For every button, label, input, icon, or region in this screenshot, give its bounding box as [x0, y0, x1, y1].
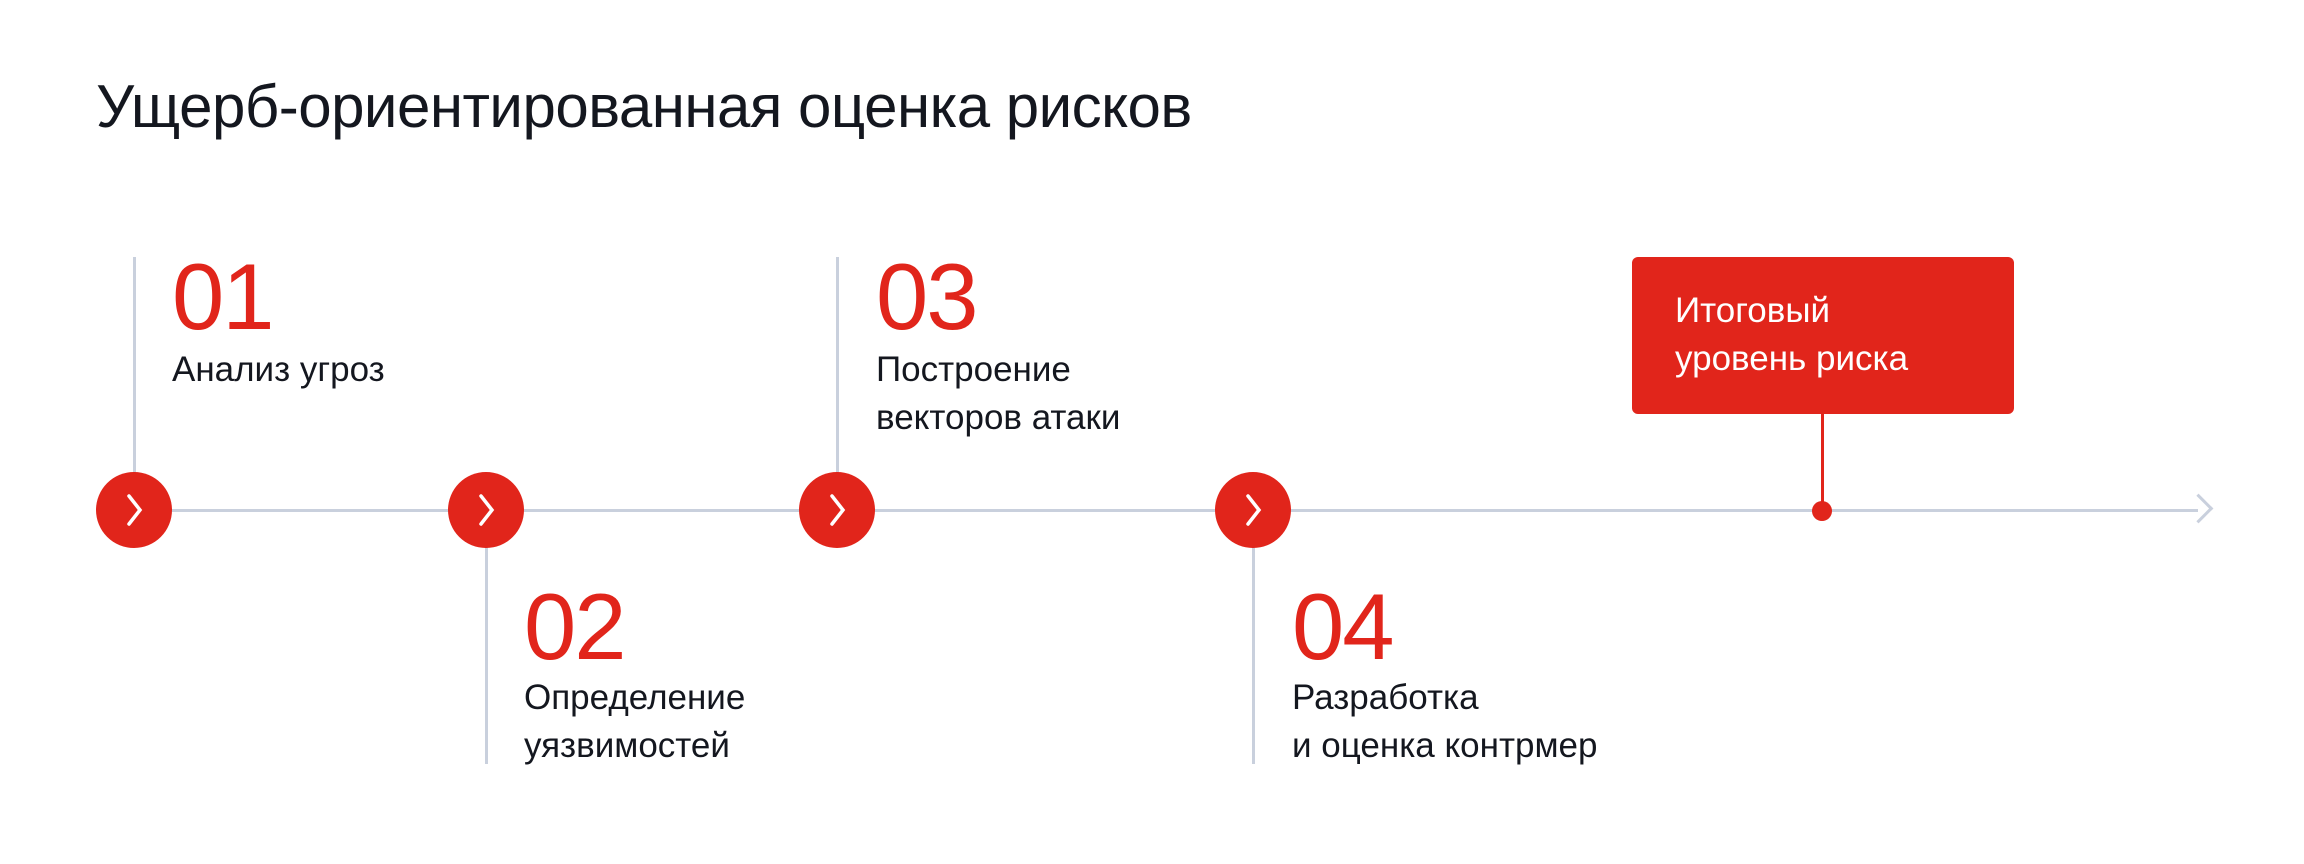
step-node-2: [448, 472, 524, 548]
step-label-line: Определение: [524, 678, 746, 717]
step-label-line: векторов атаки: [876, 398, 1121, 437]
step-label-line: Разработка: [1292, 678, 1479, 717]
step-number-1: 01: [172, 244, 275, 349]
step-node-3: [799, 472, 875, 548]
step-number-2: 02: [524, 574, 627, 679]
arrow-right-icon: [2183, 493, 2214, 524]
chevron-right-icon: [830, 494, 846, 526]
step-node-4: [1215, 472, 1291, 548]
step-label-4: Разработка и оценка контрмер: [1292, 674, 1597, 770]
step-label-line: Анализ угроз: [172, 350, 385, 389]
result-marker-dot: [1812, 501, 1832, 521]
timeline-axis: [134, 509, 2198, 512]
connector-step-1: [133, 257, 136, 510]
step-label-2: Определение уязвимостей: [524, 674, 745, 770]
step-label-1: Анализ угроз: [172, 346, 385, 394]
result-box: Итоговый уровень риска: [1632, 257, 2014, 414]
step-label-line: уязвимостей: [524, 726, 730, 765]
result-connector: [1821, 414, 1824, 510]
result-line: уровень риска: [1675, 339, 1909, 378]
page-title: Ущерб-ориентированная оценка рисков: [96, 73, 1192, 140]
result-line: Итоговый: [1675, 291, 1831, 330]
chevron-right-icon: [479, 494, 495, 526]
step-number-3: 03: [876, 244, 979, 349]
step-label-line: и оценка контрмер: [1292, 726, 1598, 765]
connector-step-2: [485, 510, 488, 764]
connector-step-3: [836, 257, 839, 510]
step-node-1: [96, 472, 172, 548]
chevron-right-icon: [1246, 494, 1262, 526]
step-label-line: Построение: [876, 350, 1071, 389]
connector-step-4: [1252, 510, 1255, 764]
step-number-4: 04: [1292, 574, 1395, 679]
step-label-3: Построение векторов атаки: [876, 346, 1120, 442]
chevron-right-icon: [127, 494, 143, 526]
